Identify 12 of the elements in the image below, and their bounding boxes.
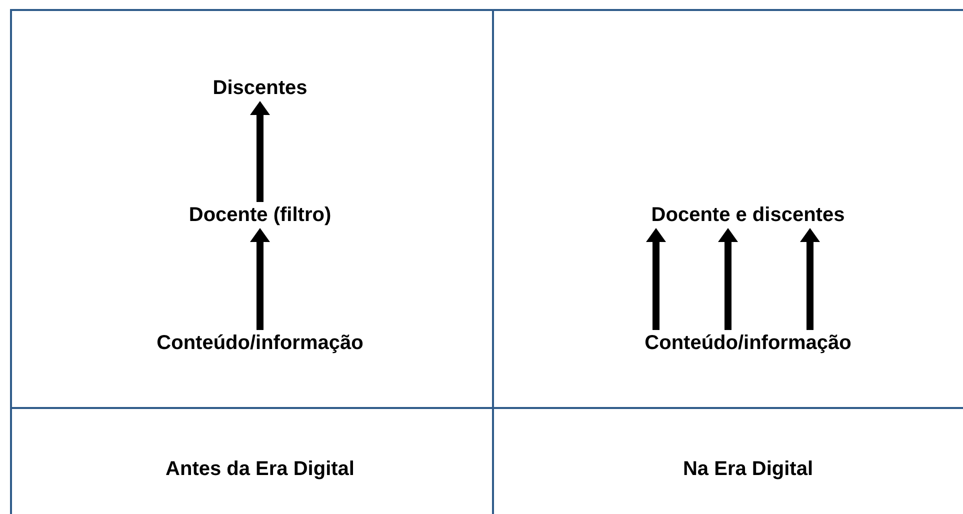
arrow [800,228,820,330]
node-label: Discentes [212,76,308,100]
column-label: Antes da Era Digital [166,458,354,481]
arrow [718,228,738,330]
arrow [250,228,270,330]
node-label: Docente e discentes [651,204,845,226]
node-label: Conteúdo/informação [644,332,852,354]
arrow [250,101,270,202]
node-label: Conteúdo/informação [156,332,364,354]
column-label: Na Era Digital [682,458,814,481]
node-label: Docente (filtro) [188,204,332,226]
arrow [646,228,666,330]
